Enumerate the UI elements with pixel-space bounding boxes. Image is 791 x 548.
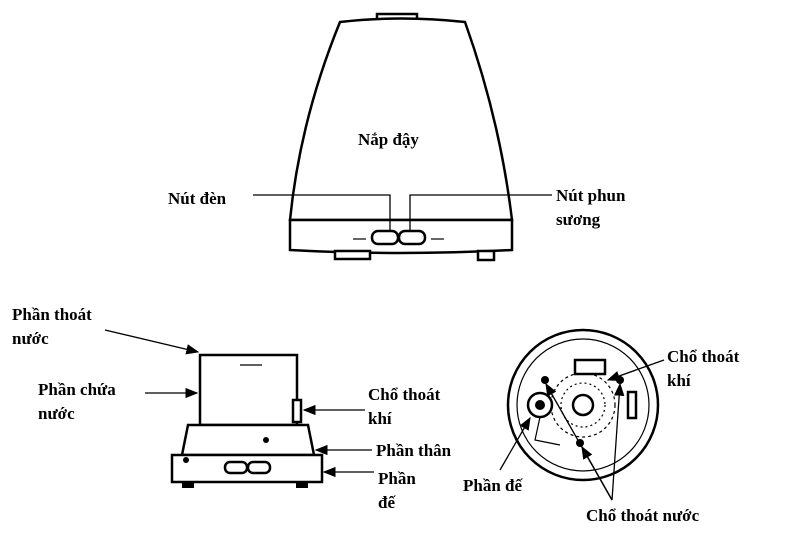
- label-air-vent-bottom-2: khí: [667, 371, 691, 390]
- label-base-bottom: Phần đế: [463, 476, 523, 495]
- label-water-tank-1: Phần chứa: [38, 380, 116, 399]
- label-air-vent-bottom-1: Chổ thoát: [667, 347, 740, 366]
- mist-button-shape: [397, 229, 427, 246]
- label-air-vent-side-2: khí: [368, 409, 392, 428]
- label-drain-part-1: Phần thoát: [12, 305, 92, 324]
- light-button-shape: [370, 229, 400, 246]
- diffuser-front-view: [288, 12, 514, 262]
- label-lid: Nắp đậy: [358, 130, 419, 149]
- label-base-side-1: Phần: [378, 469, 416, 488]
- pointer-line-light: [253, 194, 391, 231]
- diffuser-disassembled-view: [170, 353, 324, 488]
- label-water-drain-bottom: Chổ thoát nước: [586, 506, 700, 525]
- pointer-line-mist: [409, 194, 552, 231]
- label-base-side-2: đế: [378, 493, 396, 512]
- label-mist-button-2: sương: [556, 210, 601, 229]
- label-air-vent-side-1: Chổ thoát: [368, 385, 441, 404]
- body-shape: [180, 423, 316, 457]
- diffuser-bottom-view: [506, 328, 660, 482]
- label-body: Phần thân: [376, 441, 452, 460]
- label-light-button: Nút đèn: [168, 189, 227, 208]
- label-water-tank-2: nước: [38, 404, 75, 423]
- label-mist-button-1: Nút phun: [556, 186, 626, 205]
- label-drain-part-2: nước: [12, 329, 49, 348]
